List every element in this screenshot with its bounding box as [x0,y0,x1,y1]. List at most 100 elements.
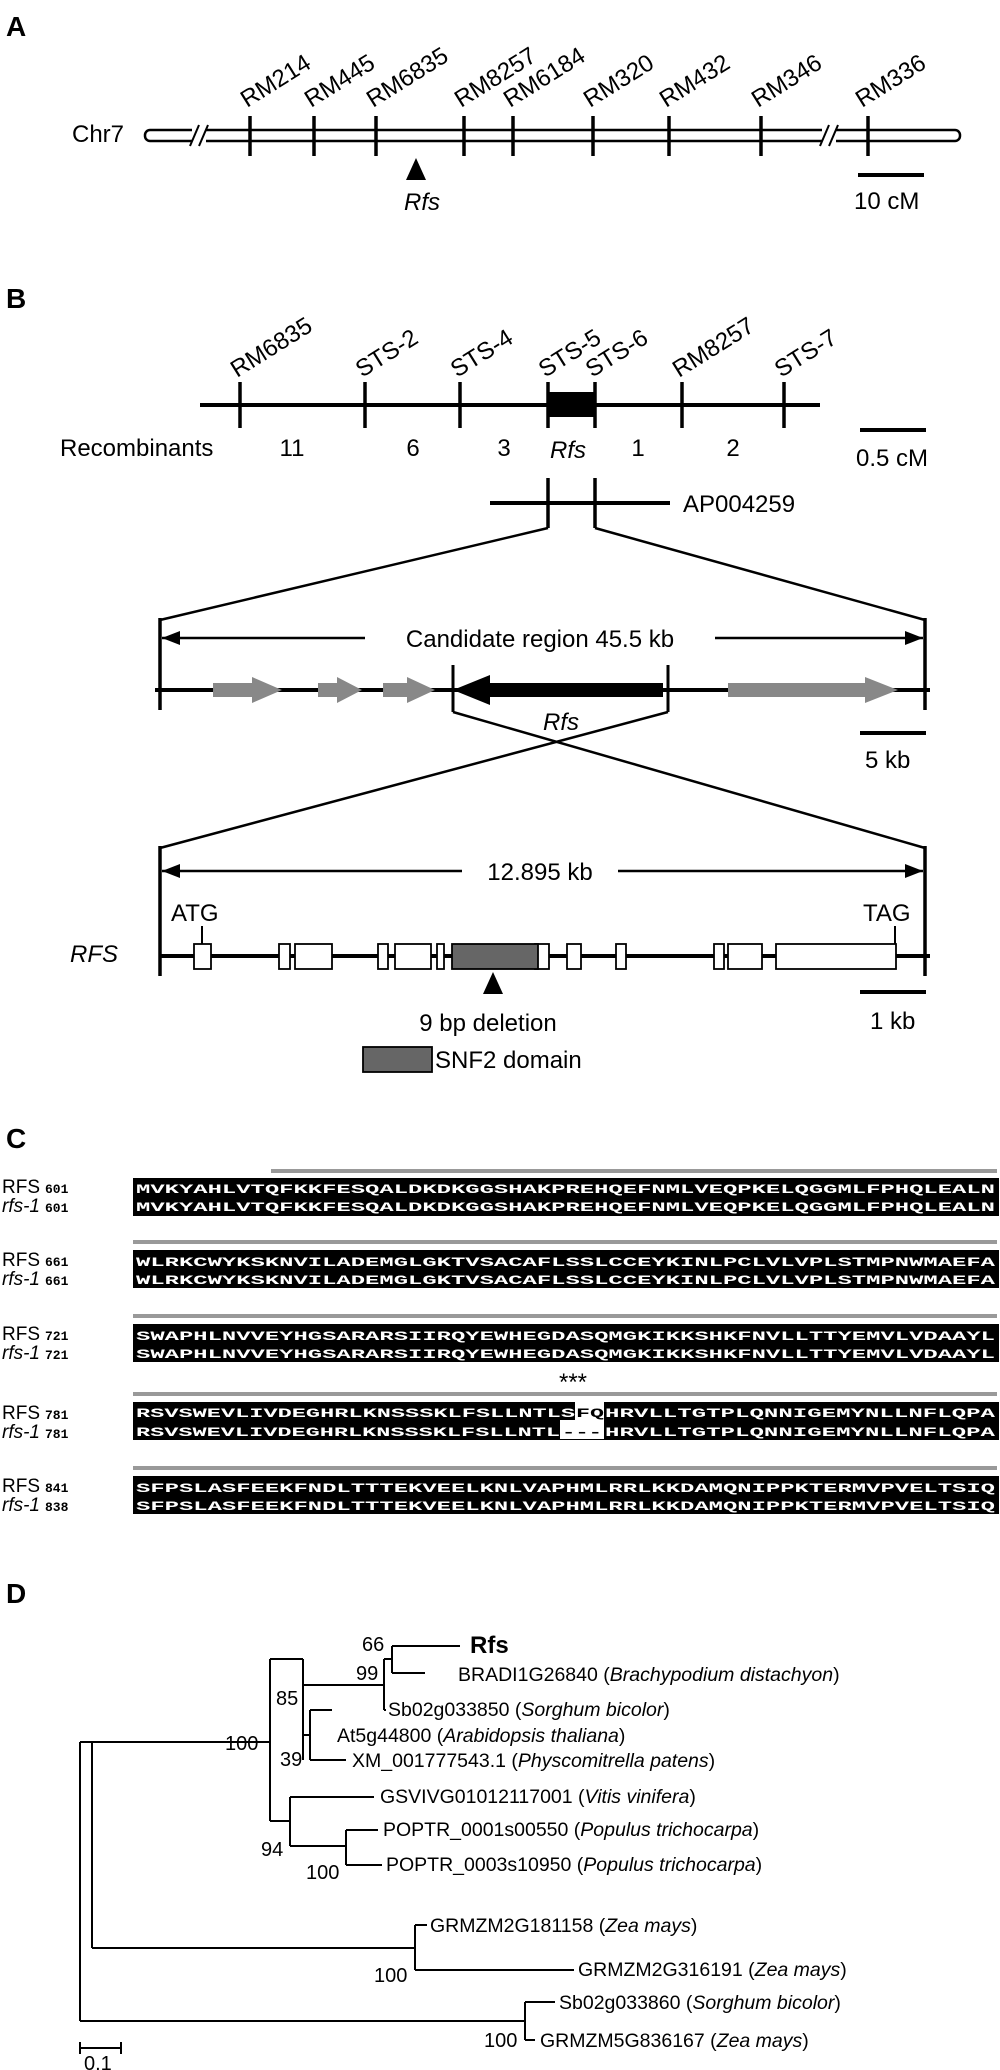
bootstrap-value: 100 [225,1733,258,1755]
gap-region [575,1402,604,1420]
deletion-arrow [483,972,503,994]
deletion-asterisks: *** [559,1369,587,1396]
deletion-label: 9 bp deletion [419,1010,556,1037]
sequence: SFPSLASFEEKFNDLTTTEKVEELKNLVAPHMLRRLKKDA… [136,1499,995,1514]
taxon-label: POPTR_0001s00550 (Populus trichocarpa) [383,1819,759,1841]
rfs-gene-label: Rfs [543,709,579,736]
sequence-bg [133,1476,999,1514]
zoom-line [594,526,926,622]
alignment-block: *** RFS 781 rfs-1 781 RSVSWEVLIVDEGHRLKN… [2,1369,999,1443]
marker-label: RM320 [579,49,659,113]
snf2-legend-label: SNF2 domain [435,1047,582,1074]
seq-position: 721 [45,1329,69,1344]
marker-label: STS-2 [351,324,423,383]
alignment-block: RFS 661 rfs-1 661 WLRKCWYKSKNVILADEMGLGK… [2,1240,999,1290]
sequence-bg [133,1324,999,1362]
alignment-block: RFS 721 rfs-1 721 SWAPHLNVVEYHGSARARSIIR… [2,1314,999,1364]
snf2-domain-exon [451,943,539,970]
marker-label: RM6835 [226,312,317,383]
seq-position: 601 [45,1182,69,1197]
scale-label: 0.1 [84,2053,112,2070]
chromosome-bar [143,128,962,143]
seq-name: rfs-1 [2,1343,40,1364]
candidate-region-label: Candidate region 45.5 kb [406,626,674,653]
taxon-label: Sb02g033860 (Sorghum bicolor) [559,1992,841,2014]
exon [436,943,445,970]
gene-length-label: 12.895 kb [487,859,592,886]
recombinant-count: 3 [497,435,510,462]
bootstrap-value: 39 [280,1749,302,1771]
taxon-label: XM_001777543.1 (Physcomitrella patens) [352,1750,715,1772]
exon [278,943,291,970]
sequence: SFPSLASFEEKFNDLTTTEKVEELKNLVAPHMLRRLKKDA… [136,1481,995,1496]
seq-name: rfs-1 [2,1196,40,1217]
label-mask [462,853,618,887]
seq-name: rfs-1 [2,1422,40,1443]
taxon-label: GSVIVG01012117001 (Vitis vinifera) [380,1786,696,1808]
taxon-label: Sb02g033850 (Sorghum bicolor) [388,1699,670,1721]
bootstrap-value: 100 [374,1965,407,1987]
chromosome-break-left [189,124,209,147]
seq-position: 661 [45,1274,69,1289]
panel-c-label: C [6,1123,26,1154]
rfs-gene-arrow [453,675,663,705]
bootstrap-value: 100 [484,2030,517,2052]
marker-label: STS-7 [770,324,842,383]
sequence: HRVLLTGTPLQNNIGEMYNLLNFLQPA [605,1406,995,1421]
sequence: RSVSWEVLIVDEGHRLKNSSSKLFSLLNTLS [136,1406,575,1421]
exon [713,943,725,970]
marker-label: RM336 [851,49,931,113]
taxon-label: POPTR_0003s10950 (Populus trichocarpa) [386,1854,762,1876]
zoom-line [159,710,669,850]
recombinant-count: 11 [280,435,305,462]
seq-name: RFS [2,1177,40,1198]
alignment-block: RFS 601 rfs-1 601 MVKYAHLVTQFKKFESQALDKD… [2,1169,999,1217]
exon [775,943,897,970]
seq-name: RFS [2,1250,40,1271]
seq-position: 841 [45,1481,69,1496]
panel-d-label: D [6,1578,26,1609]
sequence: FQ [576,1406,604,1421]
taxon-label: GRMZM5G836167 (Zea mays) [540,2030,809,2052]
bootstrap-value: 66 [362,1634,384,1656]
scale-label: 5 kb [865,747,910,774]
taxon-label: At5g44800 (Arabidopsis thaliana) [337,1725,625,1747]
sequence: RSVSWEVLIVDEGHRLKNSSSKLFSLLNTL [136,1425,560,1440]
exon [566,943,582,970]
scale-label: 0.5 cM [856,445,928,472]
taxon-label: GRMZM2G181158 (Zea mays) [430,1915,697,1937]
seq-name: rfs-1 [2,1495,40,1516]
seq-name: RFS [2,1476,40,1497]
recombinant-count: 6 [406,435,419,462]
gene-arrow [213,677,282,703]
bootstrap-value: 85 [276,1688,298,1710]
gene-arrow [383,677,435,703]
sequence: WLRKCWYKSKNVILADEMGLGKTVSACAFLSSLCCEYKIN… [136,1255,995,1270]
sequence: SWAPHLNVVEYHGSARARSIIRQYEWHEGDASQMGKIKKS… [136,1347,995,1362]
bac-label: AP004259 [683,491,795,518]
chromosome-break-right [819,124,839,147]
recombinant-count: 2 [726,435,739,462]
seq-name: rfs-1 [2,1269,40,1290]
seq-name: RFS [2,1324,40,1345]
gene-arrow [728,677,898,703]
seq-position: 781 [45,1408,69,1423]
marker-label: RM6835 [362,42,453,113]
snf2-legend-swatch [362,1046,433,1073]
sequence: MVKYAHLVTQFKKFESQALDKDKGGSHAKPREHQEFNMLV… [136,1182,995,1197]
bootstrap-value: 94 [261,1839,283,1861]
exon [193,943,212,970]
seq-position: 661 [45,1255,69,1270]
marker-label: STS-4 [446,324,518,383]
exon [394,943,432,970]
arrowhead [905,864,923,878]
label-mask [365,620,715,654]
zoom-line [452,710,926,850]
gene-name-label: RFS [70,941,118,968]
marker-label: RM8257 [668,312,759,383]
rfs-interval-box [548,392,595,417]
recombinants-label: Recombinants [60,435,213,462]
bootstrap-value: 99 [356,1663,378,1685]
marker-label: RM432 [655,49,735,113]
marker-label: RM214 [236,49,316,113]
